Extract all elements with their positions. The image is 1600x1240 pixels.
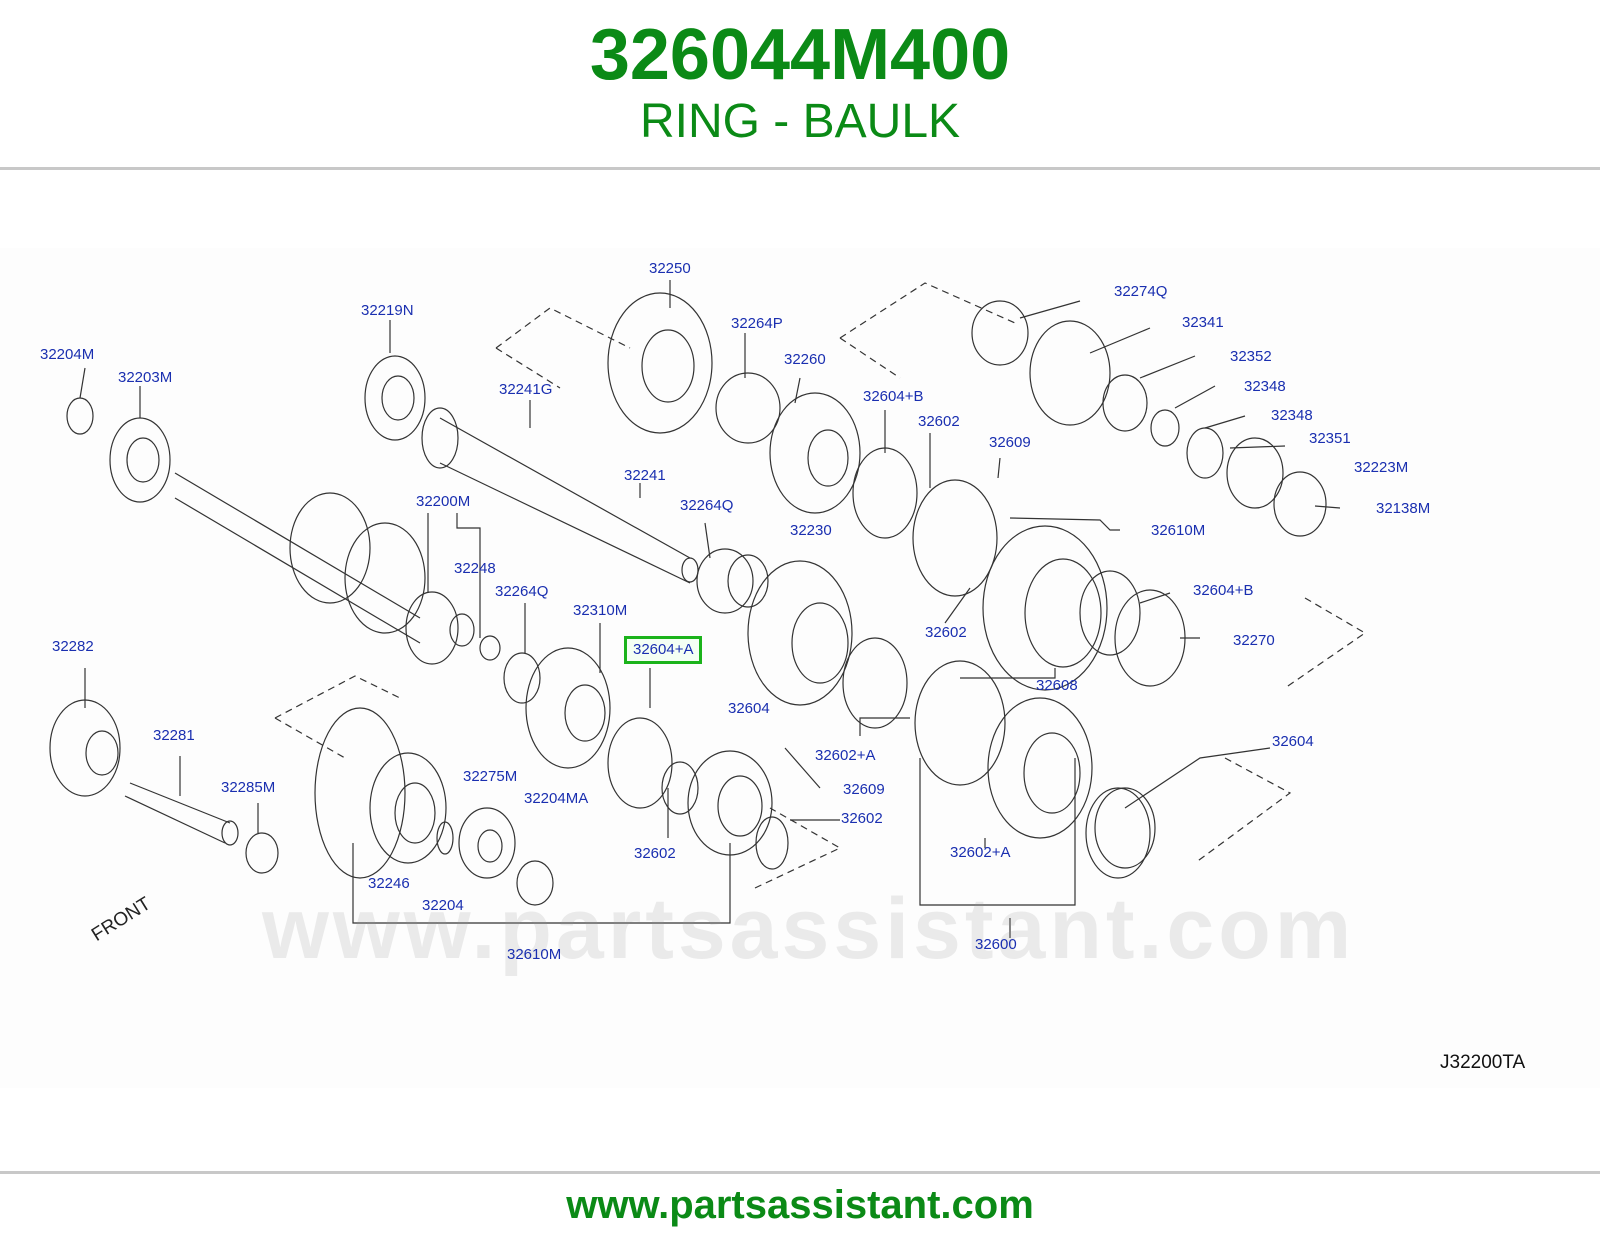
callout-32264Q-upper[interactable]: 32264Q: [680, 497, 734, 514]
callout-32219N[interactable]: 32219N: [361, 302, 414, 319]
callout-32230[interactable]: 32230: [790, 522, 832, 539]
callout-32604-mid[interactable]: 32604: [728, 700, 770, 717]
callout-32241G[interactable]: 32241G: [499, 381, 553, 398]
watermark: www.partsassistant.com: [262, 881, 1356, 977]
callout-32264P[interactable]: 32264P: [731, 315, 783, 332]
callout-32203M[interactable]: 32203M: [118, 369, 173, 386]
callout-32285M[interactable]: 32285M: [221, 779, 276, 796]
diagram-reference-code: J32200TA: [1440, 1052, 1526, 1073]
callout-32241[interactable]: 32241: [624, 467, 666, 484]
callout-32264Q-lower[interactable]: 32264Q: [495, 583, 549, 600]
callout-32609-top[interactable]: 32609: [989, 434, 1031, 451]
callout-32282[interactable]: 32282: [52, 638, 94, 655]
part-name-subtitle: RING - BAULK: [639, 95, 961, 148]
callout-32204[interactable]: 32204: [422, 897, 464, 914]
exploded-view-drawing: [49, 280, 1367, 938]
dashed-guide-lines: [274, 282, 1367, 889]
callout-32602-a-bottom[interactable]: 32602+A: [950, 844, 1011, 861]
footer-divider: [0, 1171, 1600, 1174]
callout-32274Q[interactable]: 32274Q: [1114, 283, 1168, 300]
callout-32604-right-lower[interactable]: 32604: [1272, 733, 1314, 750]
callout-32602-a-mid[interactable]: 32602+A: [815, 747, 876, 764]
callout-32341[interactable]: 32341: [1182, 314, 1224, 331]
counter-shaft-gears: [607, 292, 1327, 879]
callout-32204MA[interactable]: 32204MA: [524, 790, 589, 807]
part-number-title: 326044M400: [589, 15, 1011, 95]
page-header: 326044M400 RING - BAULK: [0, 0, 1600, 168]
lower-gears: [49, 647, 1156, 906]
main-shaft-gears: [66, 355, 769, 665]
callout-32281[interactable]: 32281: [153, 727, 195, 744]
callout-32260[interactable]: 32260: [784, 351, 826, 368]
callout-32204M[interactable]: 32204M: [40, 346, 95, 363]
callout-32609-lower[interactable]: 32609: [843, 781, 885, 798]
callout-32138M[interactable]: 32138M: [1376, 500, 1431, 517]
leader-lines: [79, 280, 1341, 938]
callout-32200M[interactable]: 32200M: [416, 493, 471, 510]
callout-32270[interactable]: 32270: [1233, 632, 1275, 649]
callout-32600[interactable]: 32600: [975, 936, 1017, 953]
callout-32602-right-lower[interactable]: 32602: [841, 810, 883, 827]
callout-32310M[interactable]: 32310M: [573, 602, 628, 619]
callout-32604-b-top[interactable]: 32604+B: [863, 388, 924, 405]
callout-32602-mid[interactable]: 32602: [925, 624, 967, 641]
callout-32604-a-highlighted[interactable]: 32604+A: [624, 636, 703, 664]
callout-32348-upper[interactable]: 32348: [1244, 378, 1286, 395]
parts-diagram: www.partsassistant.com 32250 32264P 3221…: [0, 248, 1600, 1088]
callout-32246[interactable]: 32246: [368, 875, 410, 892]
callout-32602-bottom[interactable]: 32602: [634, 845, 676, 862]
callout-32248[interactable]: 32248: [454, 560, 496, 577]
header-divider: [0, 167, 1600, 170]
callout-32352[interactable]: 32352: [1230, 348, 1272, 365]
callout-32610M-bottom[interactable]: 32610M: [507, 946, 562, 963]
callout-32351[interactable]: 32351: [1309, 430, 1351, 447]
callout-32608[interactable]: 32608: [1036, 677, 1078, 694]
callout-32223M[interactable]: 32223M: [1354, 459, 1409, 476]
callout-32604-b-right[interactable]: 32604+B: [1193, 582, 1254, 599]
callout-32602-top[interactable]: 32602: [918, 413, 960, 430]
callout-32348-lower[interactable]: 32348: [1271, 407, 1313, 424]
footer-website-link[interactable]: www.partsassistant.com: [566, 1183, 1034, 1227]
callout-32610M-right[interactable]: 32610M: [1151, 522, 1206, 539]
callout-32275M[interactable]: 32275M: [463, 768, 518, 785]
callout-32250[interactable]: 32250: [649, 260, 691, 277]
